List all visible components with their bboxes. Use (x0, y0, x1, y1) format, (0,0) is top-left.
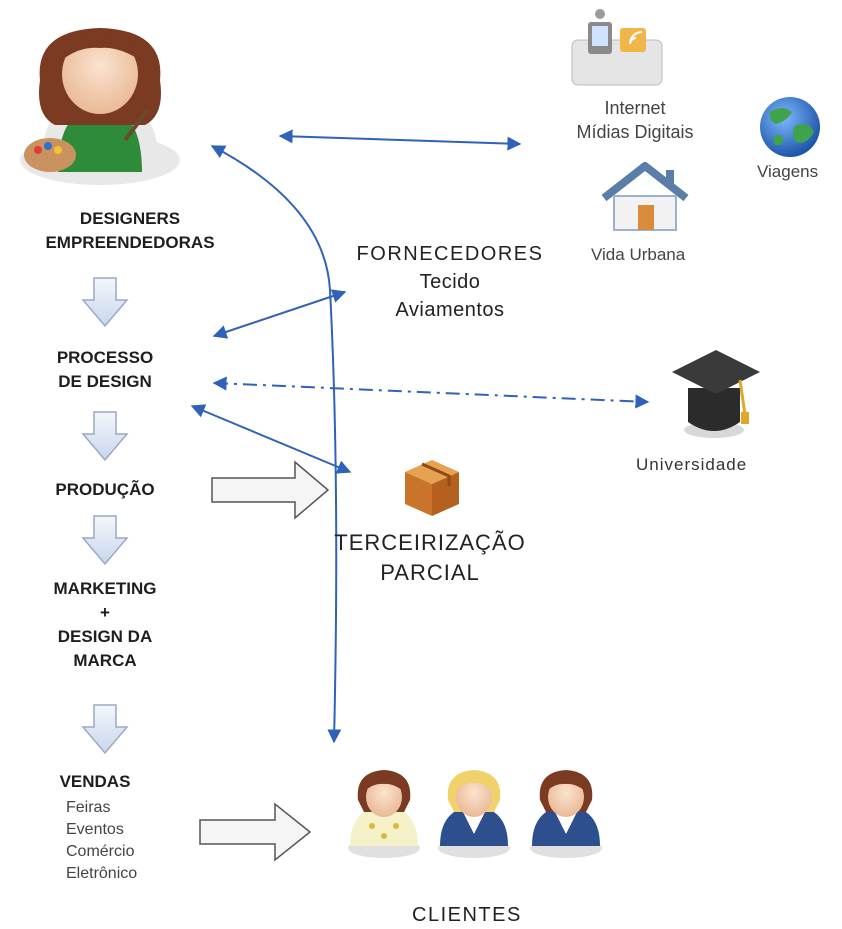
outsourcing-arrow (211, 460, 330, 520)
designers-label-line: DESIGNERS (79, 209, 181, 228)
vendas-label-line: VENDAS (59, 772, 131, 791)
client-avatar-icon (530, 770, 602, 858)
internet-media-icon (571, 9, 663, 86)
flow-down-arrow (81, 704, 129, 755)
internet-label-line: Mídias Digitais (576, 122, 694, 142)
designer-avatar-icon (20, 28, 180, 185)
flow-down-arrow (81, 277, 129, 328)
fornecedores-item: Tecido (419, 271, 481, 293)
universidade-label: Universidade (636, 455, 748, 474)
processo-label-line: PROCESSO (56, 348, 154, 367)
client-avatar-icon (348, 770, 420, 858)
vendas-item: Eletrônico (66, 865, 138, 882)
designers-label: DESIGNERS EMPREENDEDORAS (30, 207, 230, 255)
designers-clientes-arrow (210, 145, 342, 744)
fornecedores-label: FORNECEDORES Tecido Aviamentos (330, 240, 570, 324)
terceirizacao-label-line: PARCIAL (380, 560, 480, 585)
viagens-label: Viagens (757, 162, 819, 181)
globe-icon (760, 97, 820, 157)
vendas-item: Comércio (66, 843, 135, 860)
processo-label: PROCESSO DE DESIGN (20, 346, 190, 394)
vendas-items: Feiras Eventos Comércio Eletrônico (66, 797, 137, 885)
terceirizacao-label: TERCEIRIZAÇÃO PARCIAL (310, 528, 550, 588)
vendas-label: VENDAS (40, 770, 150, 794)
fornecedores-title: FORNECEDORES (356, 243, 544, 265)
marketing-label-line: MARCA (73, 651, 137, 670)
sales-to-clients-arrow (199, 802, 312, 862)
processo-universidade-arrow (212, 376, 650, 409)
fornecedores-item: Aviamentos (395, 299, 505, 321)
flow-down-arrow (81, 515, 129, 566)
vida-urbana-label: Vida Urbana (591, 245, 686, 264)
marketing-label-line: MARKETING (53, 579, 157, 598)
processo-terceirizacao-arrow (190, 404, 352, 474)
marketing-label-line: DESIGN DA (57, 627, 153, 646)
processo-label-line: DE DESIGN (58, 372, 152, 391)
box-icon (405, 460, 459, 516)
fornecedores-processo-arrow (212, 289, 347, 339)
terceirizacao-label-line: TERCEIRIZAÇÃO (334, 530, 526, 555)
producao-label: PRODUÇÃO (20, 478, 190, 502)
marketing-label: MARKETING + DESIGN DA MARCA (20, 577, 190, 673)
flow-down-arrow (81, 411, 129, 462)
graduation-cap-icon (672, 350, 760, 438)
marketing-label-line: + (100, 603, 110, 622)
vendas-item: Feiras (66, 799, 111, 816)
clientes-label: CLIENTES (412, 904, 522, 926)
house-icon (601, 162, 689, 231)
designers-label-line: EMPREENDEDORAS (45, 233, 215, 252)
client-avatar-icon (438, 770, 510, 858)
vendas-item: Eventos (66, 821, 124, 838)
internet-label-line: Internet (604, 98, 666, 118)
designers-internet-arrow (278, 129, 522, 151)
internet-label: Internet Mídias Digitais (560, 96, 710, 144)
producao-label-line: PRODUÇÃO (55, 480, 155, 499)
